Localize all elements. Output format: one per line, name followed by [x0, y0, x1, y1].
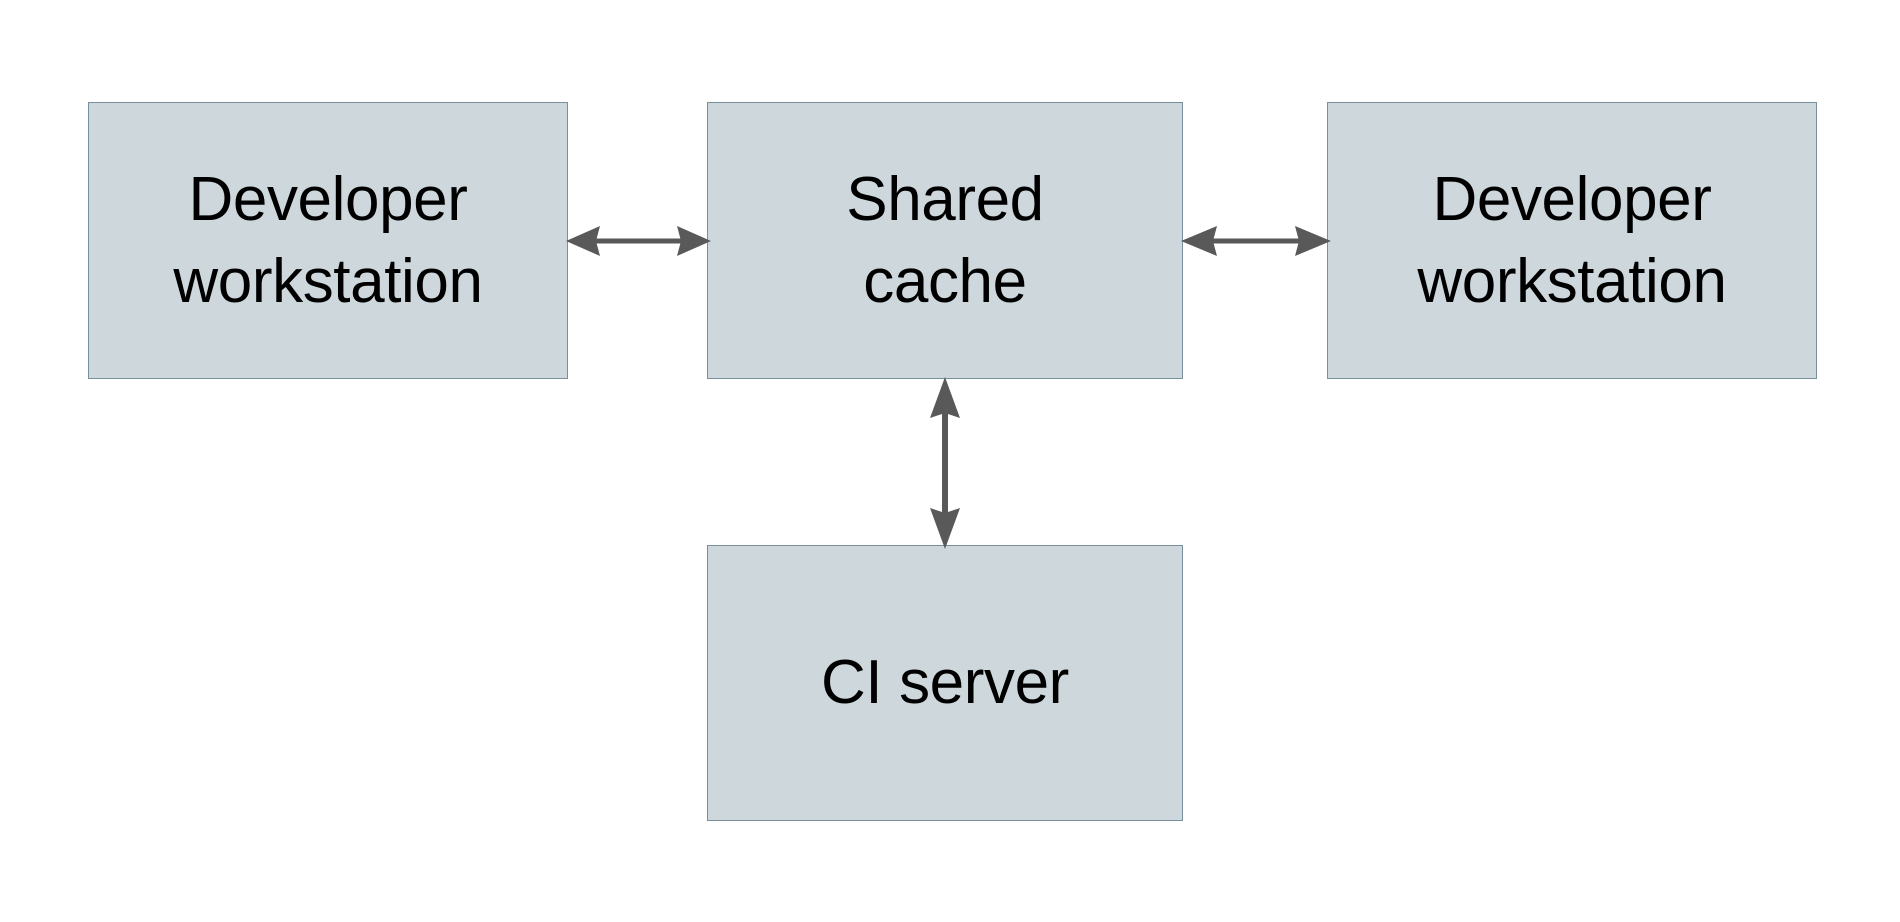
node-developer-workstation-left[interactable]: Developer workstation: [88, 102, 568, 379]
node-label: CI server: [821, 648, 1069, 718]
double-arrow-horizontal-icon: [1181, 226, 1331, 256]
node-ci-server[interactable]: CI server: [707, 545, 1183, 821]
node-developer-workstation-right[interactable]: Developer workstation: [1327, 102, 1817, 379]
node-label: Shared cache: [846, 164, 1044, 316]
node-shared-cache[interactable]: Shared cache: [707, 102, 1183, 379]
node-label: Developer workstation: [1417, 164, 1727, 316]
connector-cache-to-ci-server: [930, 377, 960, 549]
double-arrow-vertical-icon: [930, 377, 960, 549]
connector-cache-to-dev-right: [1181, 226, 1331, 256]
double-arrow-horizontal-icon: [566, 226, 711, 256]
node-label: Developer workstation: [173, 164, 483, 316]
connector-dev-left-to-cache: [566, 226, 711, 256]
